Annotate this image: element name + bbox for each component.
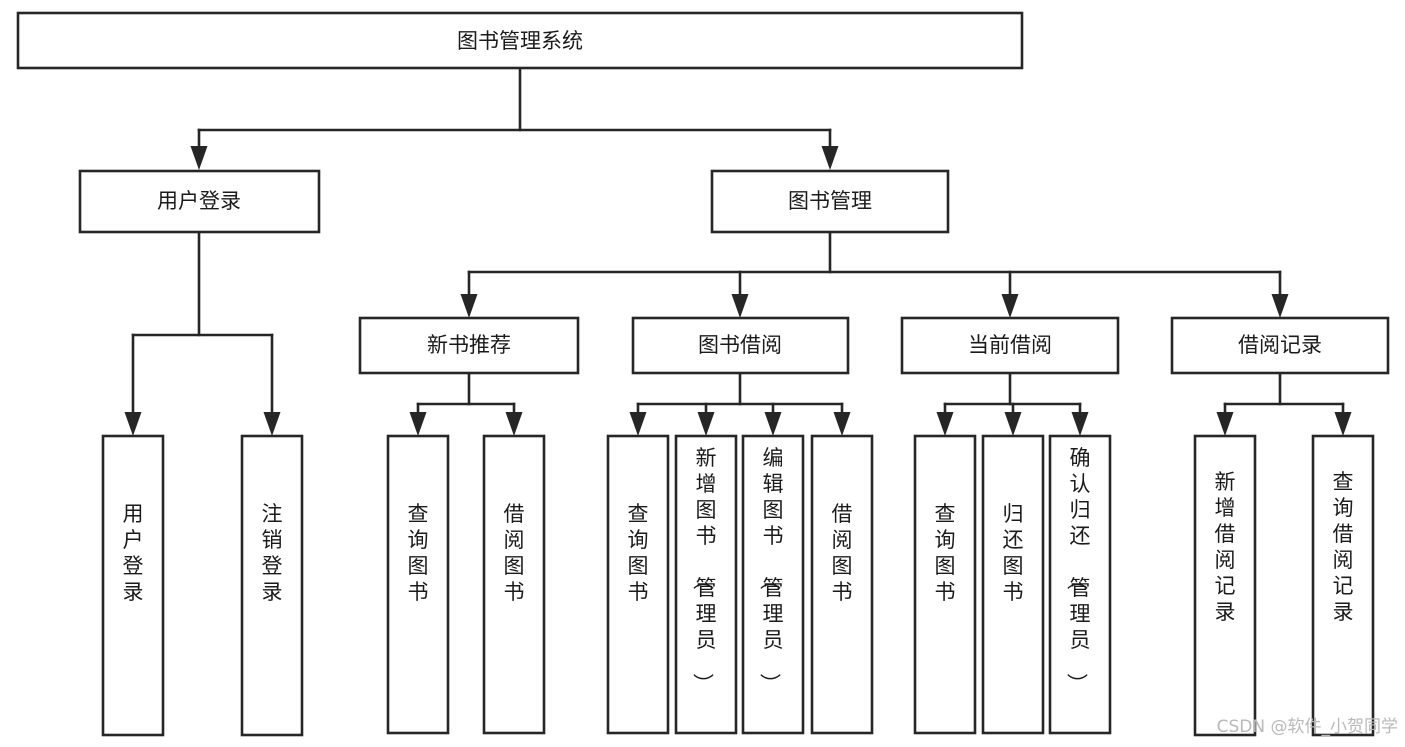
node-leaf-borrow-book-2-box[interactable] [810, 434, 874, 735]
node-borrow-record-label: 借阅记录 [1238, 333, 1322, 357]
connector-group-borrow-record [1216, 371, 1352, 436]
node-book-borrow[interactable]: 图书借阅 [631, 316, 850, 375]
node-leaf-logout-login[interactable]: 注销登录 [240, 434, 304, 737]
node-borrow-record[interactable]: 借阅记录 [1170, 316, 1390, 375]
arrow-icon-leaf-user-login [124, 412, 142, 436]
node-leaf-confirm-return[interactable]: 确认归还（管理员） [1048, 434, 1112, 735]
node-leaf-query-book-3-box[interactable] [913, 434, 977, 735]
connector-group-user-login [124, 230, 281, 436]
arrow-icon-leaf-query-record [1334, 412, 1352, 436]
node-leaf-return-book-box[interactable] [981, 434, 1045, 735]
node-leaf-user-login-label: 用户登录 [123, 502, 144, 604]
connector-group-book-manage [460, 230, 1289, 318]
arrow-icon-leaf-query-book-2 [629, 412, 647, 436]
node-leaf-logout-login-box[interactable] [240, 434, 304, 737]
arrow-icon-leaf-add-record [1216, 412, 1234, 436]
arrow-icon-leaf-logout-login [263, 412, 281, 436]
node-book-manage-label: 图书管理 [788, 189, 872, 213]
node-borrow-record-box[interactable] [1170, 316, 1390, 375]
node-current-borrow[interactable]: 当前借阅 [900, 316, 1120, 375]
arrow-icon-new-book-recommend [460, 294, 478, 318]
node-leaf-query-book-1[interactable]: 查询图书 [386, 434, 450, 735]
node-leaf-edit-book-label: 编辑图书（管理员） [758, 446, 784, 694]
node-leaf-add-book-label: 新增图书（管理员） [691, 446, 717, 694]
node-new-book-recommend-label: 新书推荐 [427, 333, 511, 357]
node-leaf-user-login-box[interactable] [101, 434, 165, 737]
connector-group-current-borrow [936, 371, 1089, 436]
node-user-login-label: 用户登录 [157, 189, 241, 213]
node-leaf-borrow-book-1-box[interactable] [482, 434, 546, 735]
arrow-icon-leaf-return-book [1004, 412, 1022, 436]
node-leaf-return-book[interactable]: 归还图书 [981, 434, 1045, 735]
arrow-icon-root-bookmanage [821, 146, 839, 170]
node-current-borrow-label: 当前借阅 [968, 333, 1052, 357]
node-user-login-box[interactable] [78, 169, 321, 234]
arrow-icon-borrow-record [1271, 294, 1289, 318]
node-book-manage-box[interactable] [710, 169, 950, 234]
node-leaf-query-book-1-box[interactable] [386, 434, 450, 735]
node-leaf-add-record[interactable]: 新增借阅记录 [1193, 434, 1257, 737]
node-new-book-recommend-box[interactable] [358, 316, 580, 375]
node-root-box[interactable] [16, 11, 1024, 70]
node-book-borrow-label: 图书借阅 [698, 333, 782, 357]
arrow-icon-leaf-query-book-3 [936, 412, 954, 436]
node-leaf-query-book-3-label: 查询图书 [935, 502, 956, 604]
node-leaf-add-book[interactable]: 新增图书（管理员） [674, 434, 738, 735]
node-leaf-borrow-book-2[interactable]: 借阅图书 [810, 434, 874, 735]
node-book-borrow-box[interactable] [631, 316, 850, 375]
node-leaf-query-record[interactable]: 查询借阅记录 [1311, 434, 1375, 737]
node-leaf-return-book-label: 归还图书 [1003, 502, 1024, 604]
node-leaf-borrow-book-2-label: 借阅图书 [832, 502, 853, 604]
arrow-icon-leaf-add-book [697, 412, 715, 436]
node-book-manage[interactable]: 图书管理 [710, 169, 950, 234]
arrow-icon-leaf-edit-book [764, 412, 782, 436]
node-leaf-edit-book[interactable]: 编辑图书（管理员） [741, 434, 805, 735]
node-leaf-add-record-label: 新增借阅记录 [1215, 470, 1236, 624]
node-new-book-recommend[interactable]: 新书推荐 [358, 316, 580, 375]
node-leaf-confirm-return-box[interactable] [1048, 434, 1112, 735]
arrow-icon-leaf-confirm-return [1071, 412, 1089, 436]
node-leaf-query-book-3[interactable]: 查询图书 [913, 434, 977, 735]
node-leaf-query-book-2[interactable]: 查询图书 [606, 434, 670, 735]
node-leaf-logout-login-label: 注销登录 [262, 502, 283, 604]
arrow-icon-book-borrow [731, 294, 749, 318]
node-leaf-edit-book-box[interactable] [741, 434, 805, 735]
node-leaf-borrow-book-1-label: 借阅图书 [504, 502, 525, 604]
node-leaf-query-record-box[interactable] [1311, 434, 1375, 737]
arrow-icon-leaf-borrow-book-2 [833, 412, 851, 436]
node-leaf-query-book-2-label: 查询图书 [628, 502, 649, 604]
watermark-label: CSDN @软件_小贺同学 [1217, 717, 1398, 737]
arrow-icon-current-borrow [1001, 294, 1019, 318]
node-root-label: 图书管理系统 [457, 29, 583, 53]
arrow-icon-leaf-query-book-1 [409, 412, 427, 436]
node-leaf-query-book-2-box[interactable] [606, 434, 670, 735]
node-leaf-add-record-box[interactable] [1193, 434, 1257, 737]
node-leaf-confirm-return-label: 确认归还（管理员） [1065, 446, 1091, 694]
connector-group-new-book-recommend [409, 371, 523, 436]
arrow-icon-root-userlogin [190, 146, 208, 170]
arrow-icon-leaf-borrow-book-1 [505, 412, 523, 436]
node-leaf-user-login[interactable]: 用户登录 [101, 434, 165, 737]
node-leaf-query-record-label: 查询借阅记录 [1333, 470, 1354, 624]
node-leaf-query-book-1-label: 查询图书 [408, 502, 429, 604]
connector-group-book-borrow [629, 371, 851, 436]
node-leaf-add-book-box[interactable] [674, 434, 738, 735]
node-root[interactable]: 图书管理系统 [16, 11, 1024, 70]
node-user-login[interactable]: 用户登录 [78, 169, 321, 234]
node-leaf-borrow-book-1[interactable]: 借阅图书 [482, 434, 546, 735]
connector-group-root [190, 66, 839, 170]
node-current-borrow-box[interactable] [900, 316, 1120, 375]
